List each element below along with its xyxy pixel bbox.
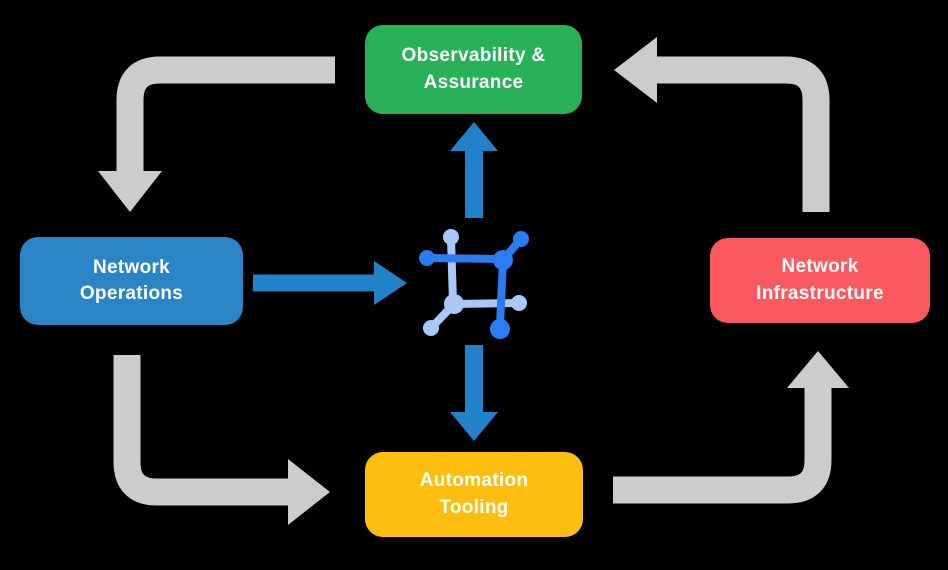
- icon-node: [444, 294, 464, 314]
- icon-dot: [423, 320, 439, 336]
- icon-dot: [443, 229, 459, 245]
- arrow-head: [614, 37, 657, 103]
- node-label-line: Automation: [419, 470, 529, 492]
- arrow-observability-to-operations: [98, 56, 335, 212]
- icon-line: [424, 254, 507, 263]
- icon-line: [496, 256, 507, 329]
- icon-dot: [511, 295, 527, 311]
- arrow-head: [787, 351, 849, 388]
- network-platform-icon: [419, 229, 529, 339]
- arrow-automation-to-infrastructure: [613, 351, 849, 504]
- icon-dot: [513, 231, 529, 247]
- arrow-head: [450, 412, 498, 441]
- icon-light-blue-group: [423, 229, 527, 336]
- node-observability-assurance: Observability & Assurance: [365, 25, 582, 114]
- arrow-shaft: [656, 56, 830, 212]
- arrow-head: [98, 171, 162, 212]
- arrow-shaft: [113, 355, 289, 506]
- node-label-line: Observability &: [401, 45, 546, 67]
- node-automation-tooling: Automation Tooling: [365, 452, 583, 537]
- arrow-center-to-observability: [450, 122, 498, 218]
- arrow-head: [374, 261, 407, 305]
- node-label-line: Network: [92, 256, 171, 278]
- node-label-line: Tooling: [439, 496, 509, 518]
- icon-line: [450, 299, 521, 308]
- arrow-center-to-automation: [450, 345, 498, 441]
- arrow-shaft: [613, 387, 832, 504]
- icon-dark-blue-group: [419, 231, 529, 339]
- icon-dot: [419, 250, 435, 266]
- node-label-line: Infrastructure: [756, 282, 884, 304]
- node-network-infrastructure: Network Infrastructure: [710, 238, 930, 323]
- icon-dot: [490, 319, 510, 339]
- arrow-operations-to-automation: [113, 355, 330, 525]
- arrow-operations-to-center: [253, 261, 407, 305]
- node-label-line: Assurance: [423, 71, 524, 93]
- node-label-line: Operations: [79, 283, 184, 304]
- arrow-shaft: [116, 56, 335, 174]
- arrow-head: [288, 459, 330, 525]
- arrow-head: [450, 122, 498, 151]
- arrow-infrastructure-to-observability: [614, 37, 830, 212]
- node-network-operations: Network Operations: [20, 237, 243, 325]
- node-label-line: Network: [781, 256, 859, 278]
- icon-node: [493, 250, 513, 270]
- icon-line: [447, 234, 457, 307]
